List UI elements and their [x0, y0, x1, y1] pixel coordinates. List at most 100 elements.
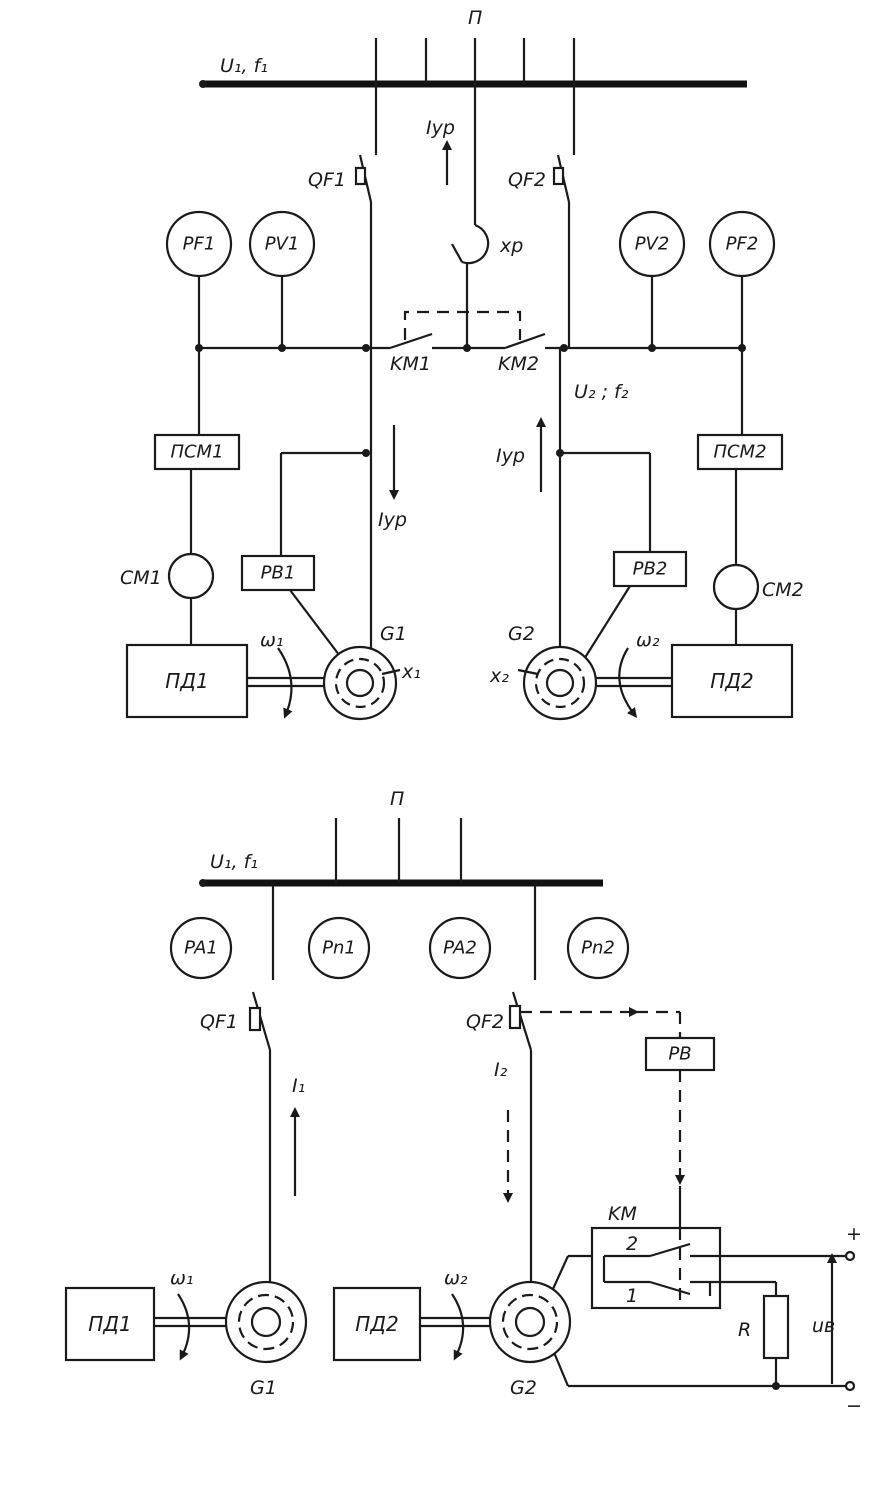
resistor-r-label: R	[738, 1319, 751, 1341]
box-km-label: KM	[608, 1203, 637, 1225]
box-psm2-label: ПСМ2	[713, 442, 766, 463]
box-pb2	[612, 550, 688, 588]
generator-g2	[522, 645, 598, 721]
gen-g1-bottom-label: G1	[250, 1377, 277, 1399]
meter-pn2	[566, 916, 630, 980]
box-pd2	[670, 643, 794, 719]
terminal-plus-label: +	[846, 1223, 862, 1245]
voltage-exc-label: uв	[812, 1315, 835, 1337]
current-top-label: Iур	[426, 117, 455, 139]
omega2-bottom-label: ω₂	[444, 1267, 468, 1289]
meter-pf2-label: PF2	[726, 234, 759, 255]
box-pb2-label: РВ2	[633, 559, 668, 580]
breaker-qf1-bottom-latch	[248, 1006, 262, 1032]
current-right-label: Iур	[496, 445, 525, 467]
reactor-xp	[461, 223, 490, 265]
voltage2-label: U₂ ; f₂	[574, 381, 629, 403]
omega1-bottom-label: ω₁	[170, 1267, 194, 1289]
contact-2-blade	[649, 1242, 691, 1258]
box-pb1	[240, 554, 316, 592]
contactor-km2-blade	[504, 332, 546, 350]
gen-g1-label: G1	[380, 623, 407, 645]
rotation-arrow-bottom-2	[451, 1293, 465, 1361]
busbar-end-dot	[199, 80, 207, 88]
bus-label: П	[468, 7, 482, 29]
rotation-arrow-1	[277, 647, 293, 719]
meter-pf1-label: PF1	[183, 234, 216, 255]
gen-g2-label: G2	[508, 623, 535, 645]
generator-g1-bottom	[224, 1280, 308, 1364]
gen-g2-bottom-label: G2	[510, 1377, 537, 1399]
omega1-top-label: ω₁	[260, 629, 284, 651]
contact-1-blade	[649, 1280, 691, 1296]
reactance-x2-label: x₂	[489, 665, 509, 687]
breaker-qf2-bottom-label: QF2	[466, 1011, 504, 1033]
meter-pa2	[428, 916, 492, 980]
terminal-minus-label: −	[846, 1395, 862, 1417]
box-pd1-bottom-label: ПД1	[88, 1312, 131, 1336]
box-psm2	[696, 433, 784, 471]
contactor-km1-label: KM1	[390, 353, 431, 375]
contactor-km1-blade	[389, 332, 433, 350]
box-pd2-bottom-label: ПД2	[355, 1312, 398, 1336]
breaker-qf1-latch	[354, 166, 367, 186]
breaker-qf1-label: QF1	[308, 169, 346, 191]
motor-cm1-label: СМ1	[120, 567, 162, 589]
meter-pn1	[307, 916, 371, 980]
meter-pf2	[708, 210, 776, 278]
resistor-r	[762, 1294, 790, 1360]
box-pd1	[125, 643, 249, 719]
meter-pa1-label: PA1	[184, 938, 218, 959]
generator-g1	[322, 645, 398, 721]
reactor-label: xр	[499, 235, 523, 257]
meter-pv2-label: PV2	[635, 234, 670, 255]
contact-2-label: 2	[626, 1233, 638, 1255]
current-i1-label: I₁	[292, 1075, 305, 1097]
bus-taps	[374, 38, 576, 84]
motor-cm2	[712, 563, 760, 611]
bottom-diagram: П U₁, f₁ PA1 Pn1 PA2 Pn2 QF1 I₁ QF2 I₂ P…	[64, 788, 862, 1417]
contactor-km2-label: KM2	[498, 353, 539, 375]
contactor-mechanical-link	[403, 310, 522, 340]
box-pd1-bottom	[64, 1286, 156, 1362]
box-km	[590, 1226, 722, 1310]
box-pd2-label: ПД2	[710, 669, 753, 693]
breaker-qf1-bottom-blade	[251, 991, 272, 1051]
breaker-qf1-bottom-label: QF1	[200, 1011, 238, 1033]
box-pb-label: PB	[668, 1044, 691, 1065]
bus-voltage-label: U₁, f₁	[220, 55, 268, 77]
terminal-minus	[844, 1380, 856, 1392]
contact-1-label: 1	[626, 1285, 638, 1307]
box-pd1-label: ПД1	[165, 669, 208, 693]
generator-g2-bottom	[488, 1280, 572, 1364]
box-psm1	[153, 433, 241, 471]
rotation-arrow-bottom-1	[177, 1293, 191, 1361]
meter-pf1	[165, 210, 233, 278]
current-left-label: Iур	[378, 509, 407, 531]
meter-pv1-label: PV1	[265, 234, 300, 255]
top-diagram: П U₁, f₁ QF1 QF2 Iур xр KM1 KM2 U₂ ; f₂	[120, 7, 804, 721]
breaker-qf2-bottom-latch	[508, 1004, 522, 1030]
rotation-arrow-2	[618, 647, 638, 718]
meter-pn2-label: Pn2	[581, 938, 615, 959]
meter-pv2	[618, 210, 686, 278]
motor-cm2-label: СМ2	[762, 579, 804, 601]
meter-pa1	[169, 916, 233, 980]
motor-cm1	[167, 552, 215, 600]
meter-pa2-label: PA2	[443, 938, 477, 959]
meter-pv1	[248, 210, 316, 278]
bus-bottom-voltage-label: U₁, f₁	[210, 851, 258, 873]
breaker-qf2-bottom-blade	[511, 991, 533, 1051]
box-psm1-label: ПСМ1	[170, 442, 223, 463]
breaker-qf2-label: QF2	[508, 169, 546, 191]
box-pb	[644, 1036, 716, 1072]
bus-bottom-label: П	[390, 788, 404, 810]
box-pb1-label: РВ1	[261, 563, 296, 584]
reactance-x1-label: x₁	[401, 661, 421, 683]
meter-pn1-label: Pn1	[322, 938, 356, 959]
current-i2-label: I₂	[494, 1059, 508, 1081]
breaker-qf2-latch	[552, 166, 565, 186]
terminal-plus	[844, 1250, 856, 1262]
omega2-top-label: ω₂	[636, 629, 660, 651]
